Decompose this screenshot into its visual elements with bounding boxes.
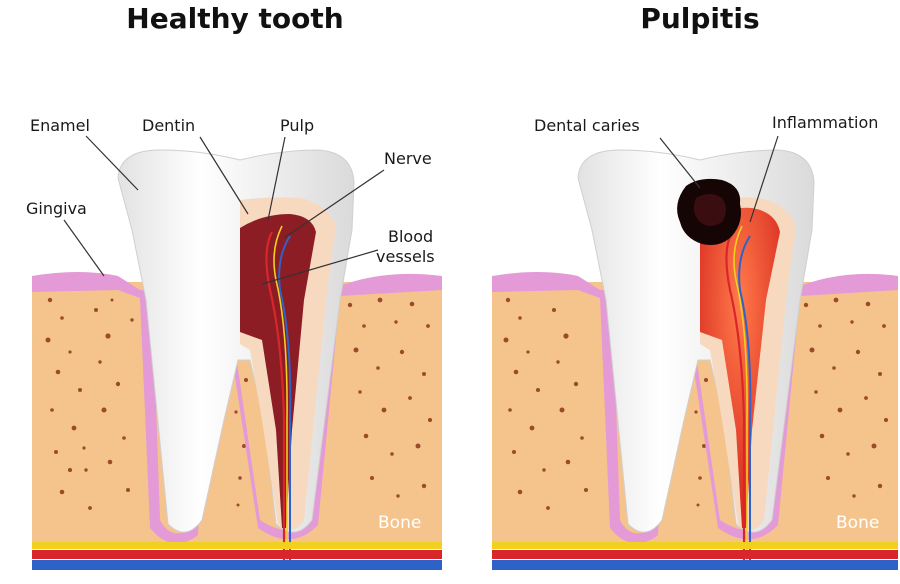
label-gingiva: Gingiva: [26, 199, 87, 218]
artery-left: [265, 231, 286, 560]
label-blood-vessels-1: Blood: [388, 227, 433, 246]
artery-band-right: [492, 550, 898, 559]
label-blood-vessels-2: vessels: [376, 247, 435, 266]
vein-band-left: [32, 560, 442, 570]
label-inflammation: Inflammation: [772, 113, 878, 132]
artery-band-left: [32, 550, 442, 559]
bone-spots-right: [503, 297, 889, 510]
leader-pulp: [267, 136, 286, 221]
vein-right: [738, 235, 752, 560]
leader-dentin: [199, 136, 249, 215]
nerve-band-left: [32, 542, 442, 549]
nerve-band-right: [492, 542, 898, 549]
nerve-right: [733, 225, 748, 560]
vein-left: [278, 235, 292, 560]
title-pulpitis: Pulpitis: [640, 2, 759, 35]
leader-enamel: [85, 135, 139, 191]
bone-spots-left: [45, 297, 433, 510]
label-pulp: Pulp: [280, 116, 314, 135]
label-dental-caries: Dental caries: [534, 116, 640, 135]
pulp-inflamed: [700, 207, 780, 529]
leader-inflammation: [749, 135, 779, 223]
artery-right: [725, 231, 746, 560]
label-dentin: Dentin: [142, 116, 195, 135]
label-enamel: Enamel: [30, 116, 90, 135]
nerve-left: [273, 225, 288, 560]
label-nerve: Nerve: [384, 149, 432, 168]
leader-nerve: [283, 169, 385, 239]
vein-band-right: [492, 560, 898, 570]
dental-caries-core: [693, 194, 726, 226]
leader-gingiva: [63, 219, 105, 277]
title-healthy-tooth: Healthy tooth: [126, 2, 343, 35]
pulp-left: [240, 214, 316, 528]
label-bone-right: Bone: [836, 513, 879, 533]
healthy-tooth-panel: Enamel Dentin Pulp Nerve Blood vessels G…: [26, 116, 442, 570]
leader-dental-caries: [659, 137, 701, 189]
leader-blood-vessels: [261, 249, 379, 285]
label-bone-left: Bone: [378, 513, 421, 533]
pulpitis-panel: Dental caries Inflammation Bone: [492, 113, 898, 570]
